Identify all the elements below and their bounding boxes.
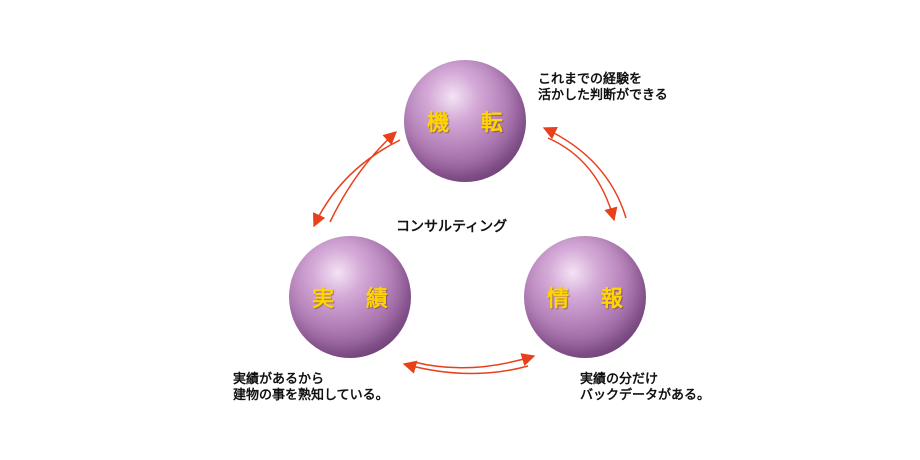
note-top: これまでの経験を 活かした判断ができる [538,72,668,104]
sphere-label-jisseki: 実 績 [312,287,400,312]
arrow-top-to-left [312,139,401,228]
arrow-left-to-top [329,131,398,223]
note-right-line1: 実績の分だけ [580,372,659,387]
arrow-right-to-left [402,360,529,375]
note-left: 実績があるから 建物の事を熟知している。 [233,372,389,404]
arrow-right-to-top [542,127,627,219]
note-left-line2: 建物の事を熟知している。 [233,388,389,403]
arrow-left-to-right [413,353,536,369]
note-top-line1: これまでの経験を [538,72,643,87]
note-right: 実績の分だけ バックデータがある。 [580,372,710,404]
note-top-line2: 活かした判断ができる [538,88,668,103]
sphere-label-kiten: 機 転 [427,111,515,136]
sphere-jisseki: 実 績 [289,236,411,358]
note-left-line1: 実績があるから [233,372,325,387]
center-title: コンサルティング [396,219,508,235]
sphere-jouhou: 情 報 [524,236,646,358]
note-right-line2: バックデータがある。 [580,388,711,403]
sphere-label-jouhou: 情 報 [547,287,635,312]
arrow-top-to-right [547,137,618,222]
sphere-kiten: 機 転 [404,60,526,182]
